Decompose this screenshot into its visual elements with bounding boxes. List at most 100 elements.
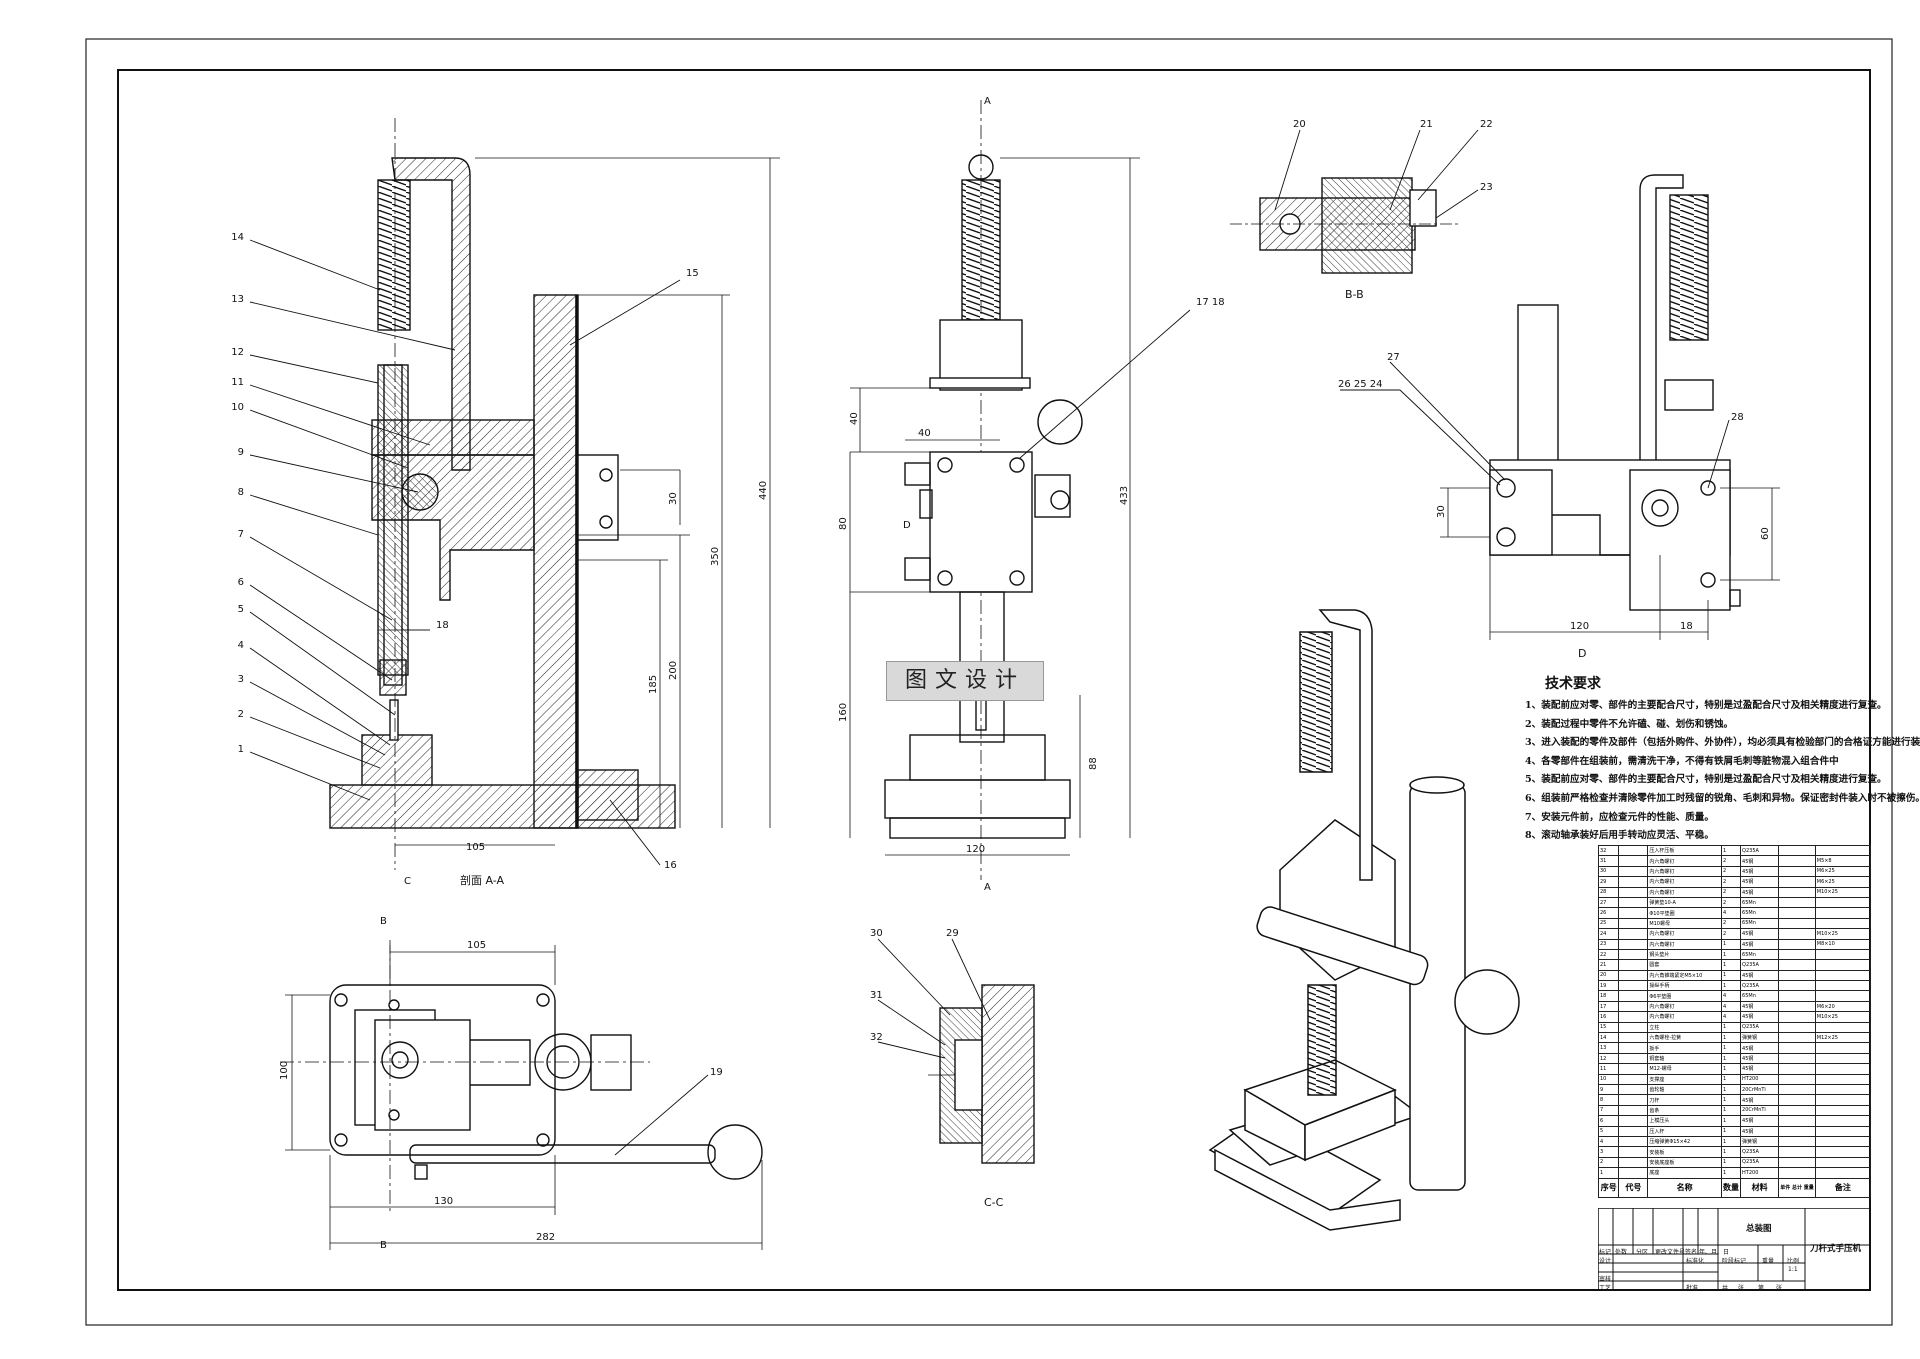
dim-440: 440 [758,481,769,500]
bom-cell: 1 [1721,1052,1742,1065]
bom-cell [1778,844,1816,857]
bom-cell: 65Mn [1740,917,1780,930]
bom-cell: 2 [1721,876,1742,888]
bom-cell: 1 [1721,1063,1742,1075]
column [533,294,577,829]
bom-cell: 7 [1597,1104,1620,1117]
bom-cell [1814,1146,1872,1158]
tb-label-date: 年、月、日 [1699,1249,1730,1256]
bom-cell: Q235A [1740,1146,1780,1158]
tb-label-no: 第 [1758,1285,1765,1292]
bom-cell: M10×25 [1814,928,1872,940]
view-mark-d: D [903,520,911,531]
bom-cell [1814,1042,1872,1054]
bom-cell: 16 [1597,1011,1620,1023]
bom-cell: 内六角螺钉 [1647,876,1723,888]
bom-cell [1618,1104,1649,1117]
bom-cell [1778,907,1816,919]
bom-cell [1618,1125,1649,1137]
bom-cell: 45钢 [1740,1125,1780,1137]
bom-cell: M12×25 [1814,1032,1872,1044]
bom-cell [1618,907,1649,919]
section-letter-a-bottom: A [984,882,991,893]
dim-100: 100 [279,1061,290,1080]
part-label-11: 11 [231,377,244,388]
iso-spring [1299,631,1333,773]
bom-cell: 9 [1597,1083,1620,1096]
bom-cell: Φ6平垫圈 [1647,990,1723,1002]
dim-40-b: 40 [918,428,931,439]
dim-120: 120 [966,844,985,855]
bom-cell: 12 [1597,1052,1620,1065]
bom-cell: 1 [1721,1021,1742,1034]
bom-cell: 内六角螺钉 [1647,886,1723,898]
tb-label-zone: 分区 [1636,1249,1649,1256]
bom-cell [1778,886,1816,898]
note-item: 4、各零部件在组装前，需清洗干净，不得有铁屑毛刺等脏物混入组合件中 [1525,755,1839,767]
bom-cell [1618,1032,1649,1044]
tb-label-process: 工艺 [1599,1285,1612,1292]
spring-eye [968,154,994,180]
front-housing [929,451,1033,593]
tb-label-change-doc: 更改文件号 [1655,1249,1686,1256]
note-item: 5、装配前应对零、部件的主要配合尺寸，特别是过盈配合尺寸及相关精度进行复查。 [1525,774,1887,786]
tb-label-sheet: 张 [1776,1285,1783,1292]
tb-label-review: 审核 [1599,1276,1612,1283]
bom-cell: 45钢 [1740,886,1780,898]
bom-cell: 20CrMnTi [1740,1083,1780,1096]
dim-60: 60 [1760,527,1771,540]
d-view [1489,174,1741,611]
tb-label-total: 共 [1722,1285,1729,1292]
bom-cell [1778,876,1816,888]
watermark: 图文设计 [886,661,1044,701]
outer-frame [85,38,1893,1326]
bom-cell: 1 [1721,1073,1742,1086]
bom-cell: 压缩弹簧Φ15×42 [1647,1135,1723,1148]
bom-cell: 25 [1597,917,1620,930]
part-label-3: 3 [238,674,244,685]
dim-200: 200 [668,661,679,680]
top-view [280,940,763,1215]
tb-label-approve: 批准 [1686,1285,1699,1292]
bom-cell: 2 [1721,855,1742,867]
dim-30: 30 [668,492,679,505]
bom-header-cell: 单件 总计 重量 [1778,1177,1816,1198]
part-label-5: 5 [238,604,244,615]
bom-cell [1814,1125,1872,1137]
dim-40-a: 40 [849,412,860,425]
bom-cell: 内六角螺钉 [1647,865,1723,878]
bom-cell: M5×8 [1814,855,1872,867]
bom-cell: 45钢 [1740,865,1780,878]
note-item: 8、滚动轴承装好后用手转动应灵活、平稳。 [1525,830,1714,842]
bom-cell [1778,1052,1816,1065]
bom-cell: 1 [1721,959,1742,971]
bom-cell: 圆套 [1647,959,1723,971]
bom-cell: M6×25 [1814,876,1872,888]
bom-cell: M10×25 [1814,1011,1872,1023]
iso-column [1409,784,1466,1191]
bom-cell: 1 [1721,844,1742,857]
bom-cell: 31 [1597,855,1620,867]
bom-cell: 13 [1597,1042,1620,1054]
bom-cell: 压入杆压板 [1647,844,1723,857]
isometric-view [1208,609,1520,1231]
bom-cell [1778,1032,1816,1044]
bom-cell [1778,980,1816,992]
bom-cell [1814,1167,1872,1179]
bom-cell [1814,1083,1872,1096]
section-letter-b-bottom: B [380,1240,387,1251]
bom-cell [1814,980,1872,992]
dim-350: 350 [710,547,721,566]
bom-cell: 65Mn [1740,907,1780,919]
bom-cell: 2 [1721,917,1742,930]
bom-cell [1778,1021,1816,1034]
